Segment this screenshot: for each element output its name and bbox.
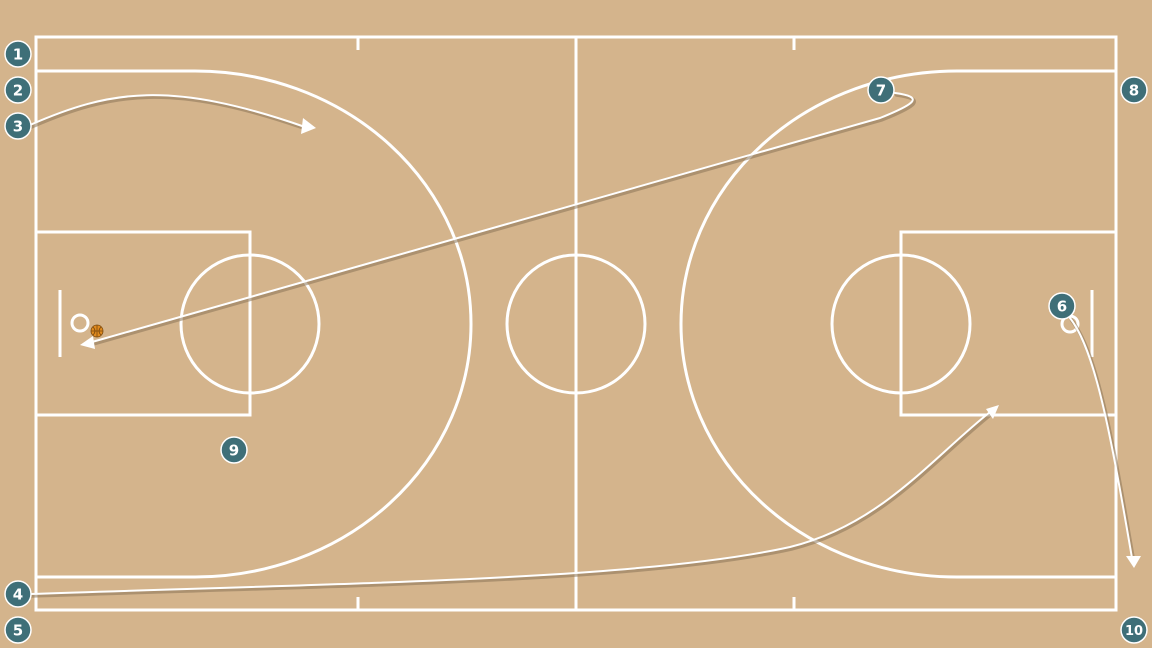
movement-arrow-3 bbox=[29, 94, 306, 128]
movement-paths bbox=[29, 92, 1141, 598]
player-markers: 1 2 3 4 5 6 7 8 bbox=[4, 40, 1148, 644]
marker-label: 1 bbox=[13, 46, 23, 64]
marker-label: 8 bbox=[1129, 82, 1139, 100]
arrowhead-icon bbox=[301, 118, 316, 134]
marker-label: 2 bbox=[13, 82, 23, 100]
movement-arrow-6 bbox=[1069, 317, 1133, 559]
marker-label: 6 bbox=[1057, 298, 1067, 316]
player-marker-3[interactable]: 3 bbox=[4, 112, 32, 140]
marker-label: 5 bbox=[13, 622, 23, 640]
player-marker-7[interactable]: 7 bbox=[867, 76, 895, 104]
player-marker-8[interactable]: 8 bbox=[1120, 76, 1148, 104]
movement-arrow-4 bbox=[29, 411, 991, 595]
player-marker-2[interactable]: 2 bbox=[4, 76, 32, 104]
three-point-line-right bbox=[679, 69, 1116, 579]
hoop-left bbox=[70, 313, 90, 333]
player-marker-1[interactable]: 1 bbox=[4, 40, 32, 68]
player-marker-6[interactable]: 6 bbox=[1048, 292, 1076, 320]
key-left bbox=[34, 230, 252, 417]
arrowhead-icon bbox=[80, 336, 95, 349]
player-marker-10[interactable]: 10 bbox=[1120, 616, 1148, 644]
marker-label: 3 bbox=[13, 118, 23, 136]
basketball-icon bbox=[90, 324, 104, 338]
marker-label: 9 bbox=[229, 442, 239, 460]
marker-label: 10 bbox=[1125, 624, 1143, 639]
arrowhead-icon bbox=[986, 405, 999, 419]
center-circle bbox=[505, 253, 647, 395]
player-marker-5[interactable]: 5 bbox=[4, 616, 32, 644]
arrowhead-icon bbox=[1126, 556, 1141, 568]
marker-label: 7 bbox=[876, 82, 886, 100]
key-right bbox=[899, 230, 1118, 417]
free-throw-circle-right bbox=[830, 253, 972, 395]
marker-label: 4 bbox=[13, 586, 23, 604]
movement-arrow-7 bbox=[91, 92, 914, 343]
free-throw-circle-left bbox=[179, 253, 321, 395]
player-marker-9[interactable]: 9 bbox=[220, 436, 248, 464]
three-point-line-left bbox=[36, 69, 473, 579]
player-marker-4[interactable]: 4 bbox=[4, 580, 32, 608]
